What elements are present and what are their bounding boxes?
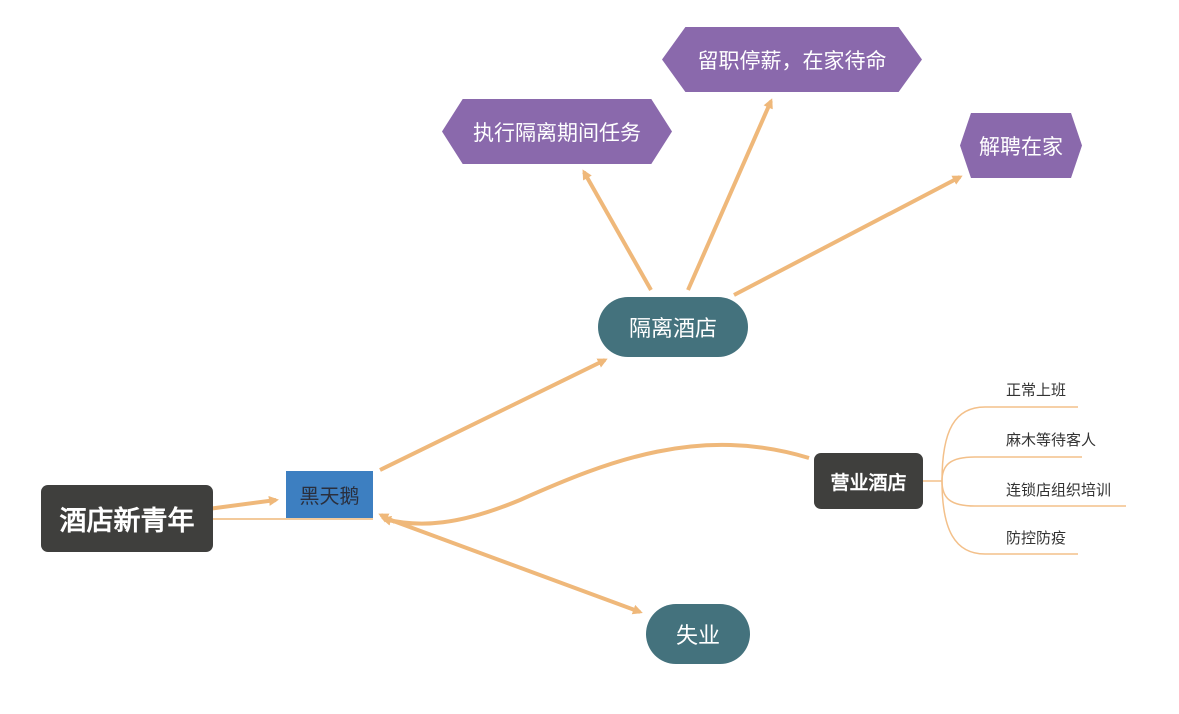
- leaf-epidemic-prevention[interactable]: 防控防疫: [1006, 529, 1067, 547]
- root-node-label: 酒店新青年: [59, 506, 195, 537]
- business-hotel-node[interactable]: 营业酒店: [814, 453, 923, 509]
- unemployed-node[interactable]: 失业: [646, 604, 750, 664]
- dismissed-label: 解聘在家: [979, 134, 1063, 159]
- unpaid-leave-label: 留职停薪，在家待命: [697, 48, 887, 73]
- edge-quarantine-to-fired: [733, 175, 963, 297]
- unemployed-label: 失业: [675, 624, 720, 649]
- quarantine-hotel-label: 隔离酒店: [628, 317, 717, 342]
- leaf-normal-work[interactable]: 正常上班: [1006, 381, 1067, 399]
- edge-quarantine-to-task: [582, 169, 653, 291]
- edge-business-to-blackswan: [381, 442, 810, 526]
- leaf-branch-1: [941, 406, 1078, 482]
- quarantine-task-label: 执行隔离期间任务: [473, 120, 641, 145]
- leaf-branch-2: [941, 456, 1082, 482]
- edge-quarantine-to-unpaid: [686, 98, 773, 291]
- edge-root-to-blackswan: [207, 495, 279, 511]
- edge-blackswan-to-quarantine: [379, 358, 608, 472]
- dismissed-node[interactable]: 解聘在家: [960, 113, 1082, 178]
- black-swan-node[interactable]: 黑天鹅: [286, 471, 373, 518]
- unpaid-leave-node[interactable]: 留职停薪，在家待命: [662, 27, 922, 92]
- black-swan-label: 黑天鹅: [299, 484, 360, 508]
- quarantine-hotel-node[interactable]: 隔离酒店: [598, 297, 748, 357]
- leaf-waiting-guests[interactable]: 麻木等待客人: [1006, 431, 1097, 449]
- root-node-hotel-new-youth[interactable]: 酒店新青年: [41, 485, 213, 552]
- leaf-chain-training[interactable]: 连锁店组织培训: [1006, 481, 1112, 499]
- business-hotel-label: 营业酒店: [830, 471, 907, 494]
- quarantine-task-node[interactable]: 执行隔离期间任务: [442, 99, 672, 164]
- leaf-branch-4: [941, 480, 1078, 555]
- edge-blackswan-to-unemployed: [387, 517, 643, 615]
